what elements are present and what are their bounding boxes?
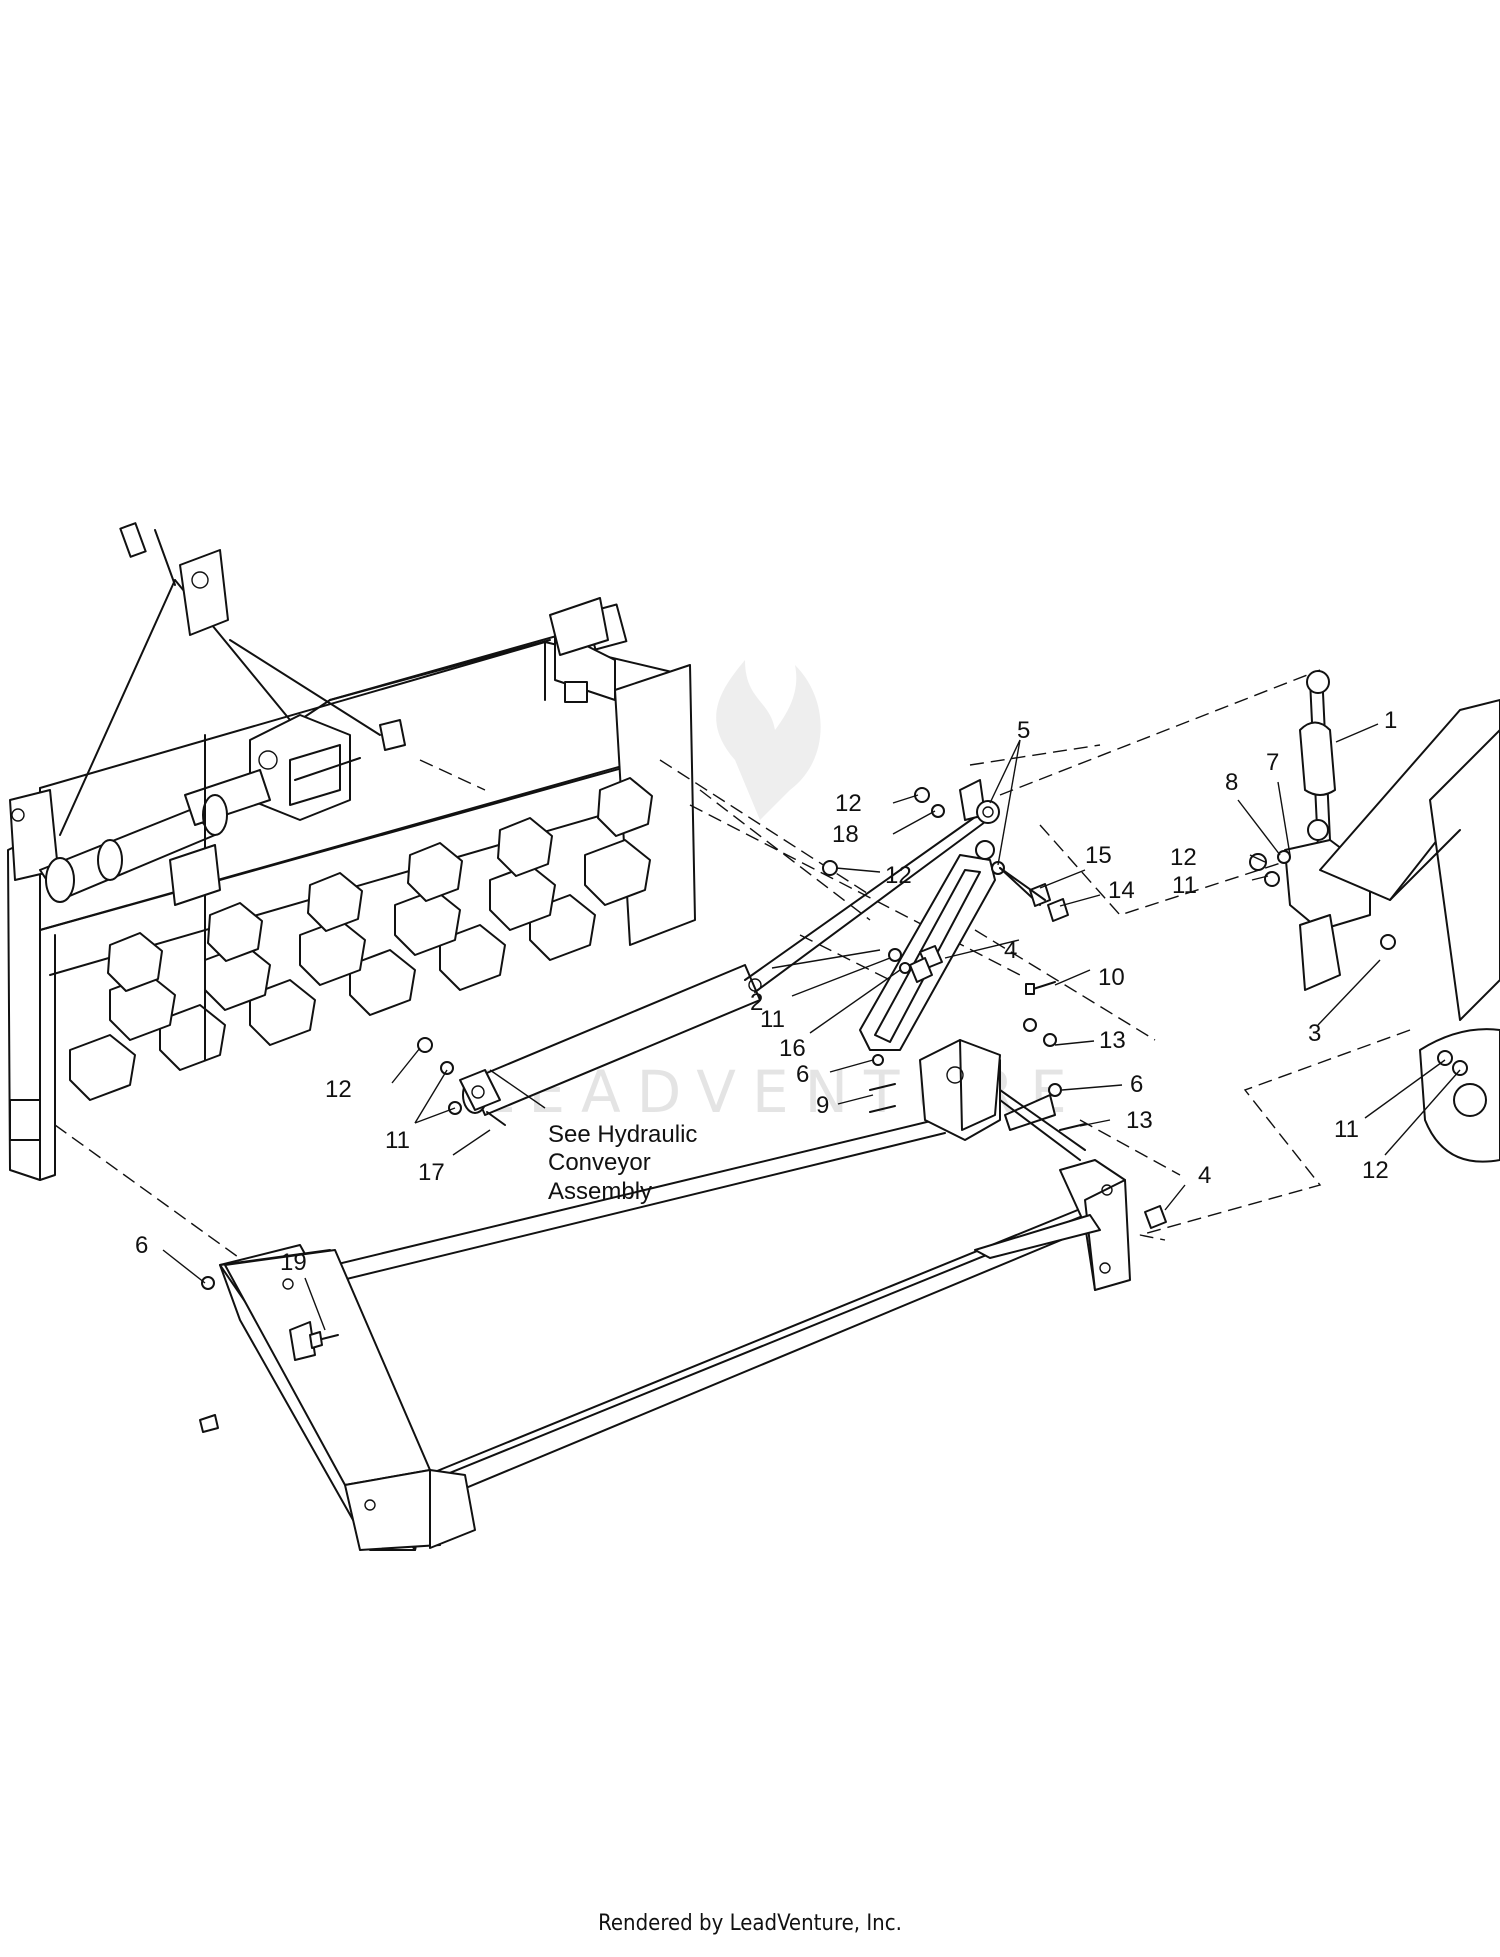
hardware-parts: [417, 787, 1167, 1229]
leader-lines: [162, 723, 1461, 1331]
note-line-3: Assembly: [548, 1178, 652, 1205]
note-line-1: See Hydraulic: [548, 1121, 697, 1148]
callout-12e: 12: [1362, 1157, 1389, 1184]
callout-13b: 13: [1126, 1107, 1153, 1134]
callout-17: 17: [418, 1159, 445, 1186]
hitch-mast: [59, 522, 406, 1061]
callout-6a: 6: [796, 1061, 809, 1088]
hydraulic-note: See Hydraulic Conveyor Assembly: [548, 1121, 697, 1205]
callout-4a: 4: [1004, 937, 1017, 964]
callout-14: 14: [1108, 877, 1135, 904]
callout-12b: 12: [885, 862, 912, 889]
callout-2: 2: [750, 989, 763, 1016]
callout-10: 10: [1098, 964, 1125, 991]
callout-11c: 11: [385, 1127, 410, 1154]
callout-4b: 4: [1198, 1162, 1211, 1189]
callout-11d: 11: [1334, 1116, 1359, 1143]
callout-1: 1: [1384, 707, 1397, 734]
callout-labels: 1 2 3 4 4 5 6 6 6 7 8 9 10 11 11 11 11 1…: [135, 707, 1397, 1276]
callout-12a: 12: [835, 790, 862, 817]
pivot-arm: [859, 779, 1041, 1051]
pto-driveline: [39, 769, 271, 903]
blower-housing: [7, 522, 696, 1181]
callout-9: 9: [816, 1092, 829, 1119]
callout-15: 15: [1085, 842, 1112, 869]
callout-12c: 12: [1170, 844, 1197, 871]
callout-6b: 6: [1130, 1071, 1143, 1098]
callout-13a: 13: [1099, 1027, 1126, 1054]
hydraulic-cylinder: [459, 809, 986, 1116]
callout-18: 18: [832, 821, 859, 848]
callout-5: 5: [1017, 717, 1030, 744]
callout-16: 16: [779, 1035, 806, 1062]
callout-11a: 11: [760, 1006, 785, 1033]
note-line-2: Conveyor: [548, 1149, 651, 1176]
callout-19: 19: [280, 1249, 307, 1276]
callout-8: 8: [1225, 769, 1238, 796]
callout-12d: 12: [325, 1076, 352, 1103]
gearbox: [249, 714, 361, 821]
support-frame: [199, 1039, 1131, 1551]
top-link-and-tractor: [1249, 670, 1500, 1163]
callout-3: 3: [1308, 1020, 1321, 1047]
callout-11b: 11: [1172, 872, 1197, 899]
footer-credit: Rendered by LeadVenture, Inc.: [598, 1911, 902, 1936]
callout-7: 7: [1266, 749, 1279, 776]
callout-6c: 6: [135, 1232, 148, 1259]
rotor-paddles: [69, 777, 653, 1101]
